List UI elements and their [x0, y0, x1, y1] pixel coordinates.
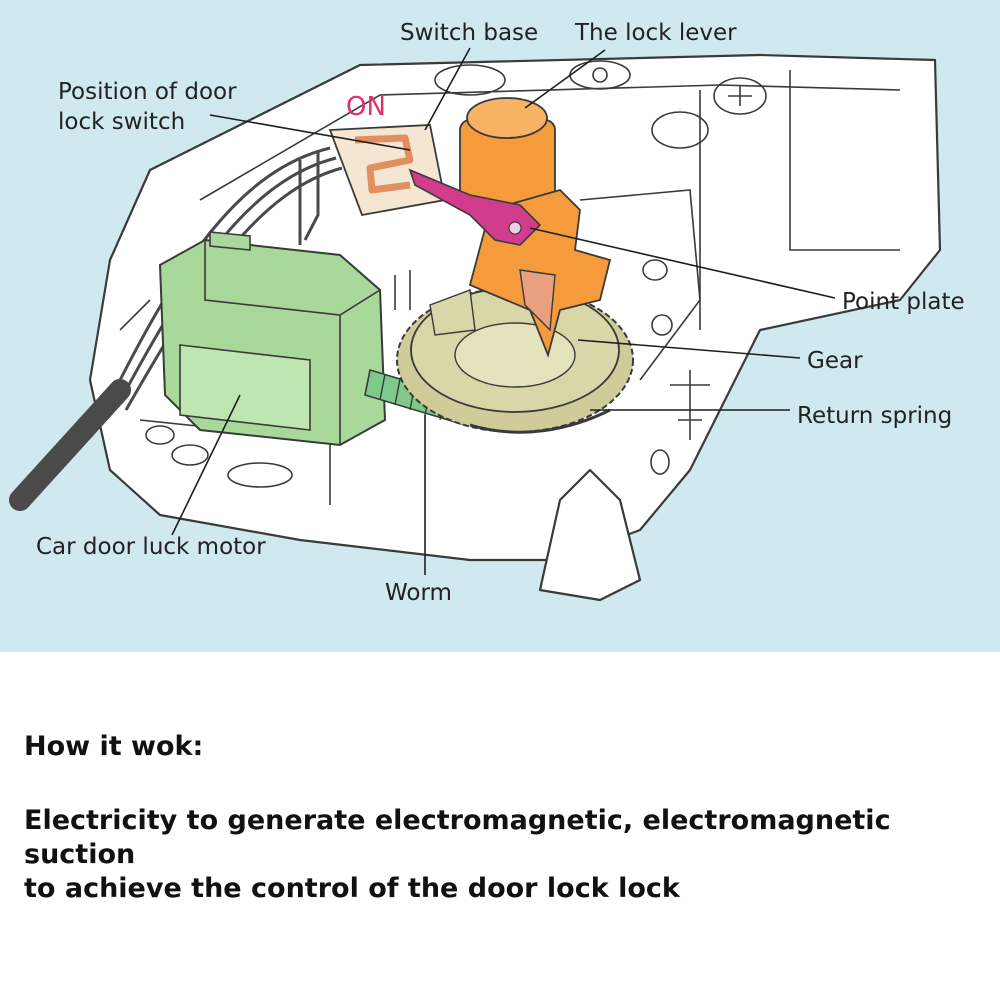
label-position-line2: lock switch [58, 109, 185, 135]
return-spring [469, 408, 611, 434]
diagram-panel: Switch base The lock lever Position of d… [0, 0, 1000, 652]
point-plate [408, 168, 542, 246]
label-return-spring: Return spring [797, 403, 952, 429]
caption-line-2: to achieve the control of the door lock … [24, 873, 680, 904]
label-point-plate: Point plate [842, 289, 965, 315]
caption-block: How it wok: Electricity to generate elec… [24, 730, 974, 906]
label-worm: Worm [385, 580, 452, 606]
label-position-line1: Position of door [58, 79, 237, 105]
label-lock-lever: The lock lever [574, 20, 737, 46]
leader-lines [171, 47, 836, 575]
label-gear: Gear [807, 348, 863, 374]
caption-line-1: Electricity to generate electromagnetic,… [24, 805, 891, 870]
car-door-lock-motor [158, 231, 387, 447]
switch-contacts [354, 134, 414, 194]
gear [396, 287, 634, 433]
caption-heading: How it wok: [24, 731, 204, 762]
wiring [9, 146, 343, 511]
label-motor: Car door luck motor [36, 534, 266, 560]
label-switch-base: Switch base [400, 20, 538, 46]
label-on: ON [346, 92, 386, 122]
door-lock-actuator-diagram: Switch base The lock lever Position of d… [9, 20, 965, 606]
